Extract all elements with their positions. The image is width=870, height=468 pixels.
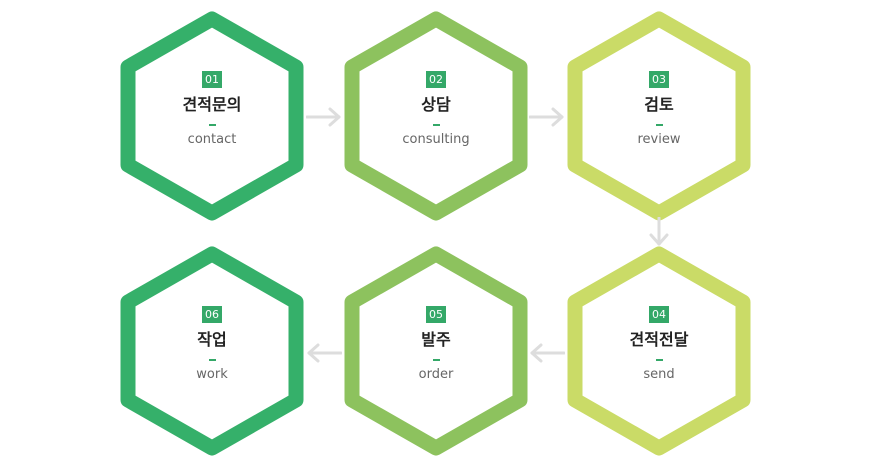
hexagon-shape [567,11,751,221]
step-title: 검토 [644,95,674,114]
step-number-badge: 05 [426,306,446,323]
hexagon-shape [344,11,528,221]
step-divider [432,359,440,361]
step-subtitle: send [643,367,675,382]
arrow-down-icon [649,217,669,246]
step-divider [655,124,663,126]
step-06-work: 06 작업 work [120,246,304,456]
step-divider [208,359,216,361]
step-02-consulting: 02 상담 consulting [344,11,528,221]
arrow-right-icon [306,107,341,127]
step-subtitle: contact [187,132,237,147]
step-number-badge: 02 [426,71,446,88]
hexagon-shape [120,246,304,456]
step-divider [432,124,440,126]
step-subtitle: consulting [402,132,470,147]
step-divider [208,124,216,126]
step-divider [655,359,663,361]
step-subtitle: order [418,367,454,382]
step-number-badge: 06 [202,306,222,323]
step-subtitle: review [637,132,681,147]
step-title: 견적전달 [629,330,689,349]
step-number-badge: 01 [202,71,222,88]
hexagon-shape [344,246,528,456]
hexagon-shape [120,11,304,221]
arrow-left-icon [307,343,342,363]
hexagon-shape [567,246,751,456]
step-04-send: 04 견적전달 send [567,246,751,456]
step-subtitle: work [196,367,228,382]
arrow-right-icon [529,107,564,127]
step-title: 견적문의 [182,95,242,114]
step-title: 작업 [197,330,227,349]
step-number-badge: 04 [649,306,669,323]
step-title: 상담 [421,95,451,114]
step-title: 발주 [421,330,451,349]
step-05-order: 05 발주 order [344,246,528,456]
step-03-review: 03 검토 review [567,11,751,221]
step-number-badge: 03 [649,71,669,88]
step-01-contact: 01 견적문의 contact [120,11,304,221]
arrow-left-icon [530,343,565,363]
